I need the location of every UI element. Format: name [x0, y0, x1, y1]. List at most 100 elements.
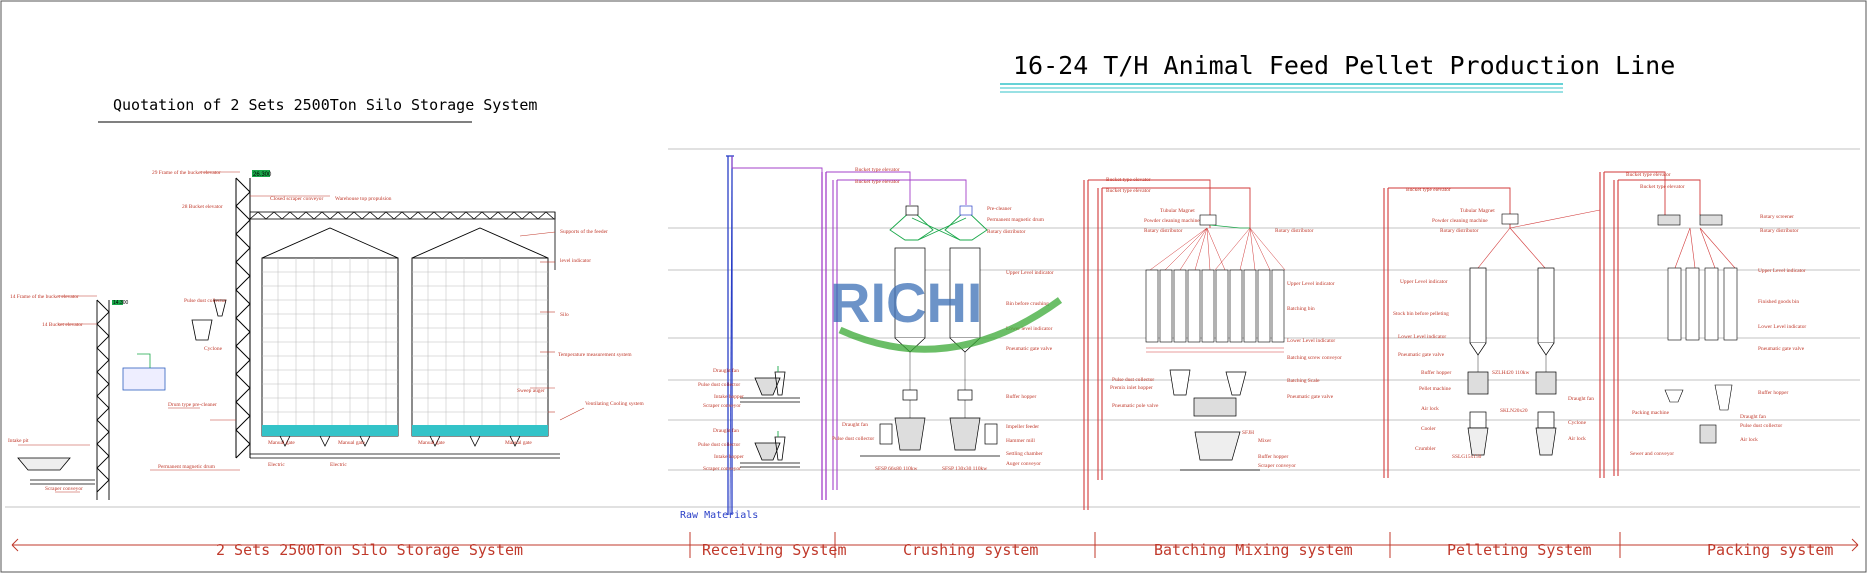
crushing-label: Bucket type elevator [855, 179, 900, 185]
pelleting-label: SSLG15x150 [1452, 454, 1482, 460]
batching-label: Lower Level indicator [1287, 338, 1335, 344]
pelleting-label: SKLN20x20 [1500, 408, 1528, 414]
main-title: 16-24 T/H Animal Feed Pellet Production … [1013, 51, 1675, 80]
pelleting-label: Draught fan [1568, 395, 1594, 402]
batching-label: Upper Level indicator [1287, 281, 1335, 287]
silo-label: Closed scraper conveyor [270, 196, 323, 202]
pelleting-label: Lower Level indicator [1398, 334, 1446, 340]
batching-label: Mixer [1258, 438, 1271, 444]
silo-label: Intake pit [8, 438, 29, 444]
silo-label: Temperature measurement system [558, 352, 632, 358]
silo-label: level indicator [560, 258, 591, 264]
crushing-label: Lower level indicator [1006, 326, 1053, 332]
silo-label: Permanent magnetic drum [158, 464, 216, 470]
silo-leader-lines [18, 171, 585, 493]
pelleting-label: Buffer hopper [1421, 369, 1451, 376]
crushing-label: SFSP 130x30 110kw [942, 466, 987, 472]
silo-label: 14 Frame of the bucket elevator [10, 293, 79, 300]
packing-label: Bucket type elevator [1626, 172, 1671, 178]
batching-label: Pneumatic gate valve [1287, 394, 1334, 400]
silo-label: Cyclone [204, 346, 223, 352]
pelleting-label: Bucket type elevator [1406, 187, 1451, 193]
pelleting-label: Pneumatic gate valve [1398, 352, 1445, 358]
packing-label: Draught fan [1740, 413, 1766, 420]
silo-label: Electric [330, 462, 347, 468]
receiving-label: Intake hopper [714, 454, 744, 460]
pelleting-label: Pellet machine [1419, 386, 1451, 392]
richi-logo: RICHI [830, 271, 1063, 353]
packing-area: Bucket type elevator Bucket type elevato… [1626, 172, 1806, 457]
pelleting-label: Tubular Magnet [1460, 208, 1495, 214]
silo-label: Ventilating Cooling system [585, 401, 645, 407]
batching-label: Scraper conveyor [1258, 463, 1296, 469]
silo-label: Supports of the feeder [560, 228, 608, 235]
receiving-label: Draught fan [713, 367, 739, 374]
receiving-label: Pulse dust collector [698, 442, 740, 448]
packing-label: Air lock [1740, 437, 1758, 443]
tall-elevator-tower [235, 177, 251, 459]
crushing-label: Pneumatic gate valve [1006, 346, 1053, 352]
crushing-label: Settling chamber [1006, 451, 1043, 457]
batching-label: Batching bin [1287, 306, 1315, 312]
intake-pit [17, 457, 95, 485]
packing-label: Pneumatic gate valve [1758, 346, 1805, 352]
receiving-label: Draught fan [713, 427, 739, 434]
silo-bottom-conveyor [250, 435, 560, 459]
pelleting-label: Air lock [1421, 406, 1439, 412]
silo-label: 29 Frame of the bucket elevator [152, 169, 221, 176]
elevation-mark-26 [252, 170, 270, 177]
batching-label: Bucket type elevator [1106, 188, 1151, 194]
pelleting-label: SZLH420 110kw [1492, 370, 1529, 376]
silo-label: 14 Bucket elevator [42, 322, 83, 328]
pelleting-label: Rotary distributor [1440, 228, 1479, 234]
packing-label: Buffer hopper [1758, 389, 1788, 396]
crushing-label: Pre-cleaner [987, 206, 1012, 212]
batching-label: Premix inlet hopper [1110, 385, 1153, 391]
crushing-label: Hammer mill [1006, 438, 1035, 444]
pelleting-label: Stock bin before pelleting [1393, 310, 1449, 317]
silo-label: Manual gate [268, 440, 295, 446]
receiving-label: Scraper conveyor [703, 466, 741, 472]
crushing-label: Upper Level indicator [1006, 270, 1054, 276]
crushing-label: Draught fan [842, 421, 868, 428]
crushing-label: Bucket type elevator [855, 167, 900, 173]
batching-label: Buffer hopper [1258, 453, 1288, 460]
packing-label: Sewer and conveyor [1630, 451, 1674, 457]
receiving-label: Scraper conveyor [703, 403, 741, 409]
crushing-label: Rotary distributor [987, 229, 1026, 235]
batching-label: Rotary distributor [1275, 228, 1314, 234]
silo-label: Manual gate [505, 440, 532, 446]
silo-label: Manual gate [418, 440, 445, 446]
raw-materials-label: Raw Materials [680, 510, 758, 521]
elevation-mark-14 [112, 300, 123, 305]
svg-text:26.300: 26.300 [253, 172, 272, 178]
section-label-pelleting: Pelleting System [1447, 541, 1592, 559]
batching-label: Rotary distributor [1144, 228, 1183, 234]
silo-label: 28 Bucket elevator [182, 204, 223, 210]
batching-area: Bucket type elevator Bucket type elevato… [1106, 177, 1342, 471]
silo-storage-area: 14.300 26.300 [8, 169, 645, 500]
crushing-label: Auger conveyor [1006, 461, 1041, 467]
elevator-risers [726, 155, 1619, 516]
receiving-label: Pulse dust collector [698, 382, 740, 388]
silo-label: Pulse dust collector [184, 298, 226, 304]
receiving-area: Draught fan Pulse dust collector Intake … [698, 366, 800, 472]
batching-label: Tubular Magnet [1160, 208, 1195, 214]
svg-text:14.300: 14.300 [113, 300, 129, 306]
silo-label: Drum type pre-cleaner [168, 402, 217, 408]
batching-label: Powder cleaning machine [1144, 218, 1200, 224]
silo-2 [411, 227, 549, 437]
packing-label: Finished goods bin [1758, 299, 1799, 305]
packing-label: Bucket type elevator [1640, 184, 1685, 190]
batching-label: Batching screw conveyor [1287, 355, 1342, 361]
pelleting-label: Air lock [1568, 436, 1586, 442]
crushing-label: Permanent magnetic drum [987, 217, 1045, 223]
logo-text: RICHI [830, 271, 982, 334]
packing-label: Rotary distributor [1760, 228, 1799, 234]
top-truss-gallery [249, 211, 556, 270]
crushing-label: Pulse dust collector [832, 436, 874, 442]
batching-label: SFJH [1242, 430, 1254, 436]
section-divider [11, 532, 1859, 558]
silo-label: Manual gate [338, 440, 365, 446]
